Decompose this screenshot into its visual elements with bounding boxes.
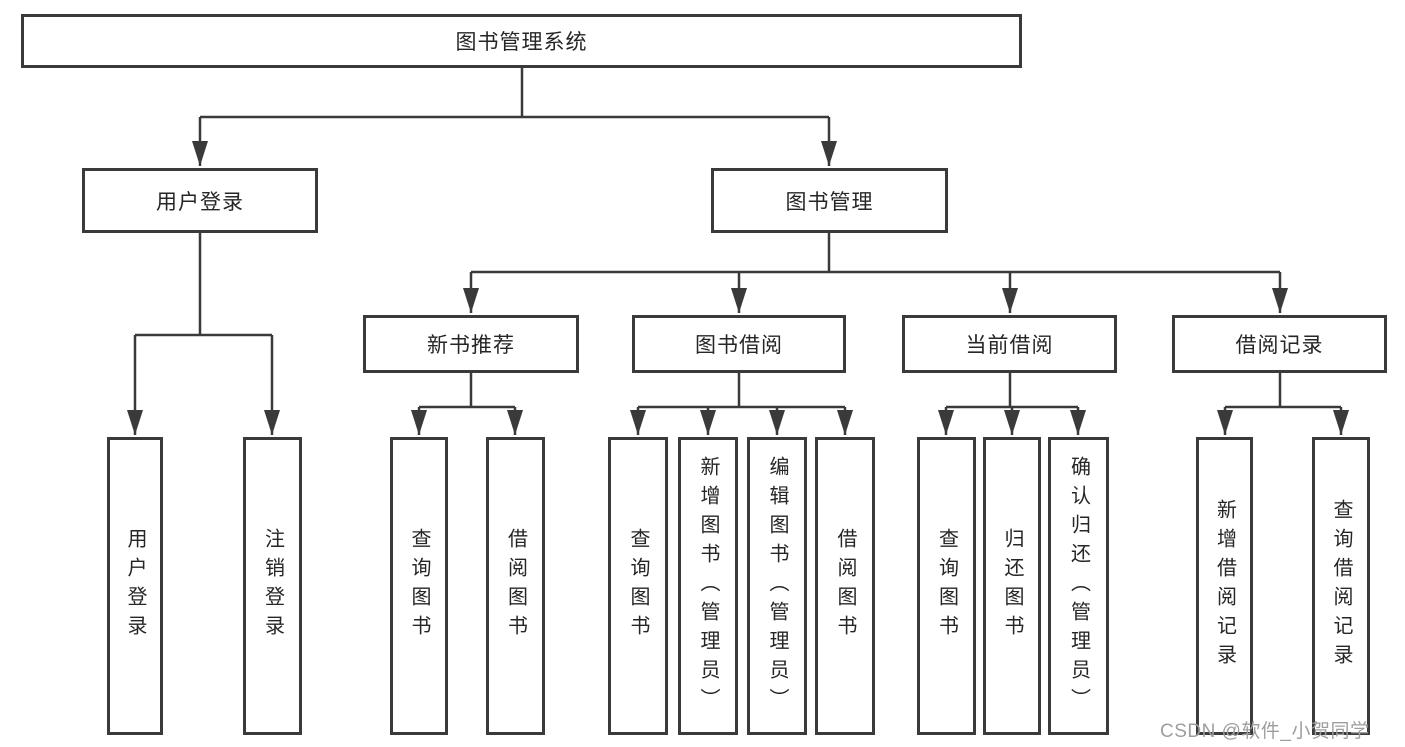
- leaf-label: 注销登录: [261, 528, 284, 644]
- node-label: 新书推荐: [427, 334, 515, 357]
- leaf-query-borrow-record: 查询借阅记录: [1312, 437, 1370, 735]
- node-label: 用户登录: [156, 190, 244, 214]
- leaf-query-books-recommend: 查询图书: [390, 437, 448, 735]
- leaf-return-books: 归还图书: [983, 437, 1041, 735]
- leaf-label: 确认归还（管理员）: [1067, 455, 1090, 717]
- leaf-label: 查询借阅记录: [1330, 499, 1352, 673]
- leaf-edit-books-admin: 编辑图书（管理员）: [747, 437, 807, 735]
- csdn-watermark: CSDN @软件_小贺同学: [1160, 721, 1370, 742]
- leaf-query-books-current: 查询图书: [917, 437, 976, 735]
- leaf-logout: 注销登录: [243, 437, 302, 735]
- leaf-query-books-borrow: 查询图书: [608, 437, 668, 735]
- leaf-label: 借阅图书: [834, 528, 856, 644]
- leaf-confirm-return-admin: 确认归还（管理员）: [1048, 437, 1109, 735]
- node-root-library-system: 图书管理系统: [21, 14, 1022, 68]
- leaf-label: 编辑图书（管理员）: [766, 455, 788, 717]
- leaf-label: 新增借阅记录: [1213, 499, 1236, 673]
- leaf-label: 用户登录: [124, 528, 146, 644]
- node-label: 图书管理系统: [455, 31, 588, 54]
- node-new-book-recommend: 新书推荐: [363, 315, 579, 373]
- leaf-borrow-books-recommend: 借阅图书: [486, 437, 545, 735]
- leaf-label: 查询图书: [935, 528, 958, 644]
- leaf-label: 查询图书: [627, 528, 649, 644]
- node-book-management: 图书管理: [711, 168, 948, 233]
- node-label: 借阅记录: [1235, 334, 1324, 357]
- leaf-add-books-admin: 新增图书（管理员）: [678, 437, 738, 735]
- node-label: 图书借阅: [695, 334, 783, 357]
- leaf-label: 新增图书（管理员）: [697, 455, 719, 717]
- node-label: 图书管理: [785, 190, 874, 214]
- node-borrow-records: 借阅记录: [1172, 315, 1387, 373]
- leaf-user-login: 用户登录: [107, 437, 163, 735]
- leaf-borrow-books: 借阅图书: [815, 437, 875, 735]
- node-user-login: 用户登录: [82, 168, 318, 233]
- leaf-label: 查询图书: [408, 528, 430, 644]
- node-book-borrow: 图书借阅: [632, 315, 846, 373]
- node-label: 当前借阅: [965, 334, 1054, 357]
- leaf-label: 借阅图书: [504, 528, 527, 644]
- node-current-borrow: 当前借阅: [902, 315, 1117, 373]
- leaf-add-borrow-record: 新增借阅记录: [1196, 437, 1253, 735]
- leaf-label: 归还图书: [1001, 528, 1023, 644]
